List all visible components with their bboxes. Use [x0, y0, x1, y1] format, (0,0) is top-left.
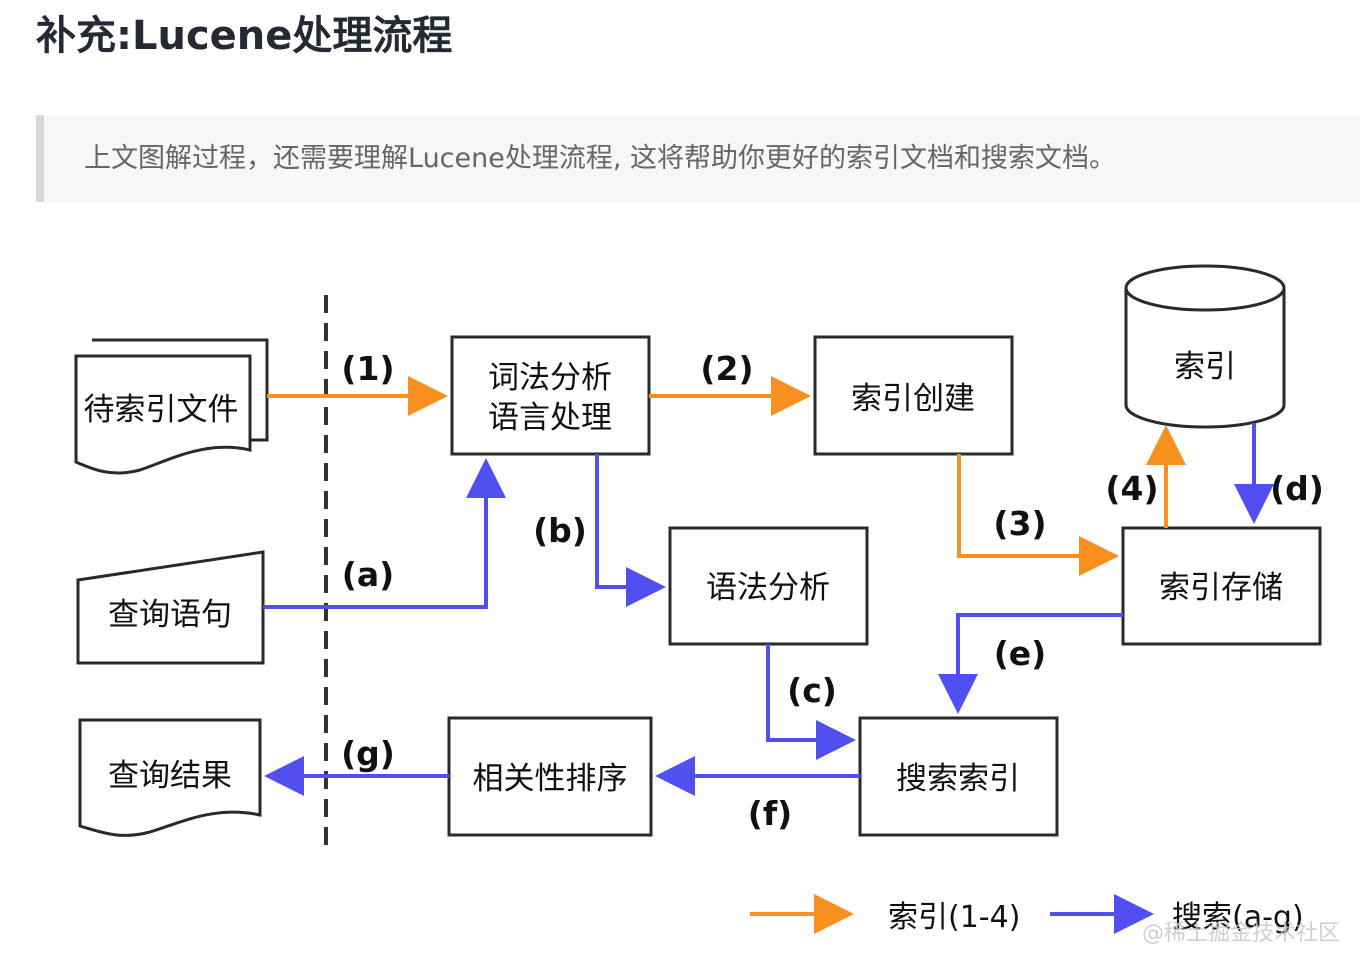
- index-store-node: 索引存储: [1121, 526, 1322, 646]
- arrow-e: [938, 613, 1123, 714]
- grammar-label: 语法分析: [706, 570, 830, 606]
- quote-block: 上文图解过程，还需要理解Lucene处理流程, 这将帮助你更好的索引文档和搜索文…: [36, 115, 1360, 202]
- index-db-node: 索引: [1124, 264, 1286, 429]
- results-label: 查询结果: [108, 758, 232, 794]
- arrow-3: [957, 454, 1119, 576]
- step-d: (d): [1270, 469, 1324, 508]
- watermark: @稀土掘金技术社区: [1142, 921, 1340, 946]
- arrow-c: [766, 644, 856, 760]
- step-g: (g): [341, 734, 395, 773]
- arrow-a: [263, 458, 506, 609]
- step-c: (c): [787, 671, 837, 710]
- rank-label: 相关性排序: [473, 761, 628, 797]
- index-store-label: 索引存储: [1159, 570, 1283, 606]
- index-create-node: 索引创建: [813, 335, 1014, 456]
- step-f: (f): [748, 794, 793, 833]
- step-1: (1): [341, 349, 394, 388]
- lexical-label-2: 语言处理: [488, 400, 612, 436]
- rank-node: 相关性排序: [447, 716, 653, 837]
- page-title: 补充:Lucene处理流程: [36, 13, 453, 59]
- grammar-node: 语法分析: [668, 526, 869, 646]
- index-db-label: 索引: [1174, 349, 1236, 385]
- arrow-b: [595, 454, 666, 607]
- legend-index-label: 索引(1-4): [888, 900, 1020, 935]
- quote-text: 上文图解过程，还需要理解Lucene处理流程, 这将帮助你更好的索引文档和搜索文…: [84, 143, 1117, 174]
- step-3: (3): [993, 504, 1046, 543]
- query-label: 查询语句: [108, 597, 232, 633]
- docs-node: 待索引文件: [74, 338, 269, 475]
- step-e: (e): [994, 634, 1047, 673]
- legend: 索引(1-4) 搜索(a-g): [750, 894, 1304, 935]
- legend-search-label: 搜索(a-g): [1172, 900, 1304, 935]
- lexical-node: 词法分析 语言处理: [450, 335, 651, 456]
- step-b: (b): [533, 511, 587, 550]
- index-create-label: 索引创建: [851, 381, 975, 417]
- step-2: (2): [700, 349, 753, 388]
- docs-label: 待索引文件: [84, 392, 239, 428]
- results-node: 查询结果: [78, 718, 262, 837]
- search-index-label: 搜索索引: [896, 761, 1020, 797]
- query-node: 查询语句: [76, 550, 265, 665]
- step-4: (4): [1105, 469, 1158, 508]
- search-index-node: 搜索索引: [858, 716, 1059, 837]
- lexical-label-1: 词法分析: [488, 360, 612, 396]
- step-a: (a): [342, 555, 394, 594]
